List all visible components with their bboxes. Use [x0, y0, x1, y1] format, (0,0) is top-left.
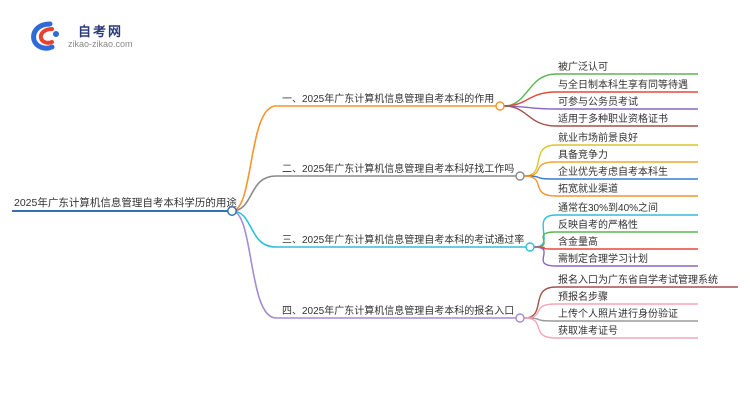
leaf-label[interactable]: 反映自考的严格性: [558, 218, 638, 231]
leaf-label[interactable]: 可参与公务员考试: [558, 95, 638, 108]
leaf-label[interactable]: 就业市场前景良好: [558, 131, 638, 144]
leaf-label[interactable]: 与全日制本科生享有同等待遇: [558, 78, 688, 91]
leaf-label[interactable]: 需制定合理学习计划: [558, 252, 648, 265]
leaf-connector: [523, 286, 557, 319]
leaf-label[interactable]: 上传个人照片进行身份验证: [558, 307, 678, 320]
branch-connector: [231, 210, 277, 248]
branch-node[interactable]: [515, 171, 525, 181]
branch-node[interactable]: [495, 101, 505, 111]
branch-label[interactable]: 三、2025年广东计算机信息管理自考本科的考试通过率: [282, 233, 524, 246]
branch-connector: [231, 175, 277, 212]
leaf-connector: [533, 246, 557, 267]
leaf-connector: [523, 303, 557, 319]
leaf-label[interactable]: 报名入口为广东省自学考试管理系统: [558, 273, 718, 286]
leaf-label[interactable]: 企业优先考虑自考本科生: [558, 165, 668, 178]
leaf-connector: [523, 144, 557, 177]
branch-label[interactable]: 二、2025年广东计算机信息管理自考本科好找工作吗: [282, 162, 514, 175]
leaf-connector: [503, 91, 557, 107]
site-logo[interactable]: 自考网 zikao-zikao.com: [30, 20, 140, 52]
branch-label[interactable]: 四、2025年广东计算机信息管理自考本科的报名入口: [282, 304, 514, 317]
leaf-label[interactable]: 拓宽就业渠道: [558, 182, 618, 195]
leaf-connector: [523, 175, 557, 197]
branch-connector: [231, 210, 277, 319]
logo-mark-icon: [31, 21, 59, 51]
leaf-connector: [523, 161, 557, 177]
leaf-label[interactable]: 被广泛认可: [558, 60, 608, 73]
logo-url: zikao-zikao.com: [68, 39, 133, 49]
leaf-connector: [533, 231, 557, 248]
leaf-label[interactable]: 含金量高: [558, 235, 598, 248]
branch-node[interactable]: [525, 242, 535, 252]
leaf-label[interactable]: 通常在30%到40%之间: [558, 201, 658, 214]
leaf-connector: [503, 105, 557, 127]
root-node[interactable]: [227, 206, 237, 216]
leaf-connector: [503, 73, 557, 107]
branch-label[interactable]: 一、2025年广东计算机信息管理自考本科的作用: [282, 92, 494, 105]
branch-connector: [231, 105, 277, 212]
leaf-label[interactable]: 获取准考证号: [558, 325, 618, 337]
root-label: 2025年广东计算机信息管理自考本科学历的用途: [14, 196, 237, 209]
leaf-label[interactable]: 具备竞争力: [558, 148, 608, 161]
branch-node[interactable]: [515, 313, 525, 323]
leaf-label[interactable]: 适用于多种职业资格证书: [558, 112, 668, 125]
leaf-label[interactable]: 预报名步骤: [558, 290, 608, 303]
leaf-connector: [533, 214, 557, 248]
logo-title: 自考网: [78, 24, 124, 39]
leaf-connector: [523, 317, 557, 339]
